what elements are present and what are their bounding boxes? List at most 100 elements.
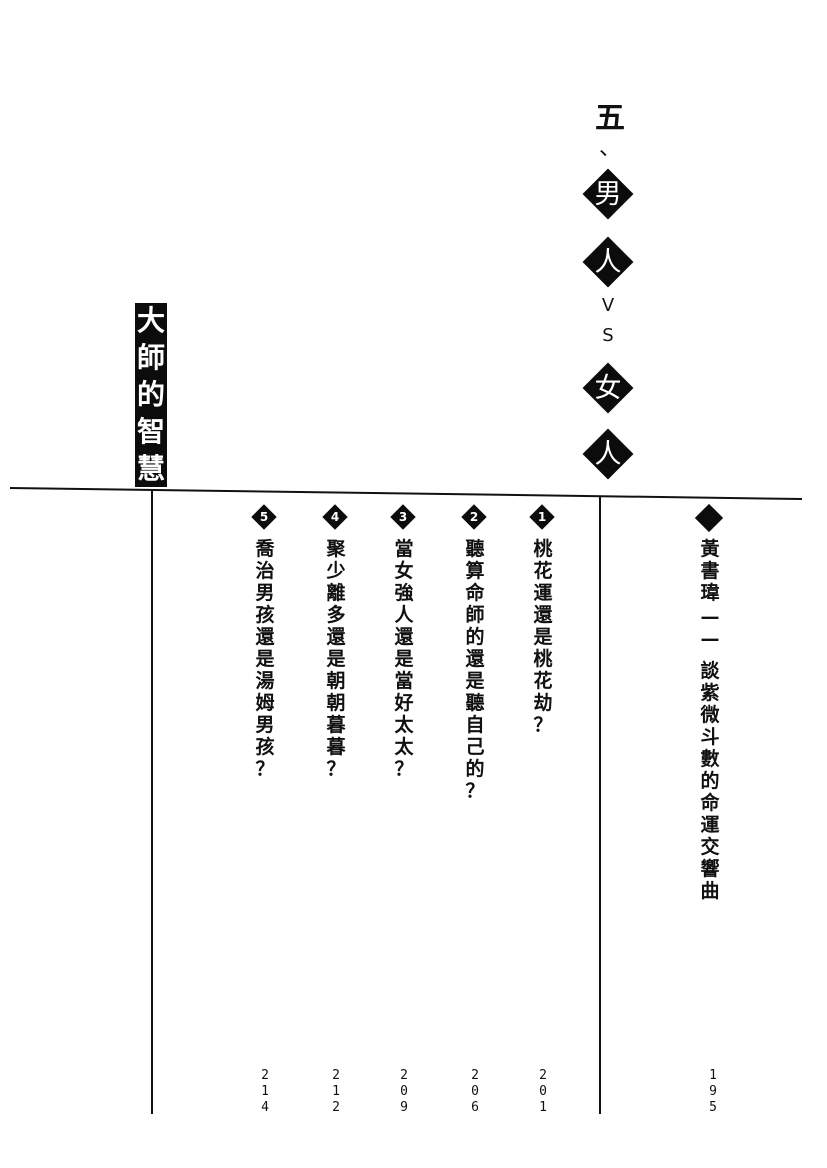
- vertical-char: 暮: [326, 736, 346, 758]
- book-title-char: 智: [136, 414, 165, 448]
- vertical-char: 桃: [533, 648, 553, 670]
- vertical-char: 0: [400, 1084, 408, 1099]
- entry-number-badge: 3: [390, 504, 416, 530]
- vertical-char: 多: [326, 604, 346, 626]
- vertical-char: 當: [394, 538, 414, 560]
- chapter-title-diamond: 女: [581, 361, 635, 415]
- entry-title[interactable]: 聚少離多還是朝朝暮暮？: [320, 538, 352, 780]
- vertical-char: 的: [465, 626, 485, 648]
- entry-number: 4: [330, 510, 340, 524]
- vertical-char: 聽: [465, 538, 485, 560]
- vertical-char: ？: [465, 780, 485, 802]
- vertical-char: 聚: [326, 538, 346, 560]
- vertical-char: 師: [465, 604, 485, 626]
- left-vertical-rule: [151, 490, 153, 1114]
- vertical-char: 談: [700, 660, 720, 682]
- vertical-char: 湯: [255, 670, 275, 692]
- vertical-char: 運: [533, 582, 553, 604]
- vertical-char: 是: [394, 648, 414, 670]
- entry-number-badge: 4: [322, 504, 348, 530]
- vertical-char: 瑋: [700, 582, 720, 604]
- vertical-char: ？: [255, 758, 275, 780]
- entry-number-badge: 5: [251, 504, 277, 530]
- book-title-char: 大: [136, 304, 165, 338]
- vertical-char: 4: [261, 1100, 269, 1115]
- book-title: 大 師 的 智 慧: [135, 303, 167, 487]
- vertical-char: 劫: [533, 692, 553, 714]
- book-title-char: 師: [136, 341, 165, 375]
- chapter-vs-letter: S: [602, 325, 614, 346]
- vertical-char: ？: [394, 758, 414, 780]
- vertical-char: 是: [255, 648, 275, 670]
- vertical-char: 斗: [700, 726, 720, 748]
- chapter-number: 五: [595, 101, 625, 136]
- vertical-char: 黃: [700, 538, 720, 560]
- vertical-char: 還: [255, 626, 275, 648]
- vertical-char: 命: [465, 582, 485, 604]
- entry-number: 5: [259, 510, 269, 524]
- vertical-char: 9: [400, 1100, 408, 1115]
- vertical-char: 紫: [700, 682, 720, 704]
- vertical-char: 花: [533, 560, 553, 582]
- vertical-char: 自: [465, 714, 485, 736]
- entry-title[interactable]: 當女強人還是當好太太？: [388, 538, 420, 780]
- vertical-char: 2: [332, 1100, 340, 1115]
- vertical-char: 暮: [326, 714, 346, 736]
- vertical-char: 聽: [465, 692, 485, 714]
- vertical-char: ？: [533, 714, 553, 736]
- chapter-title-char: 人: [594, 246, 622, 278]
- vertical-char: 6: [471, 1100, 479, 1115]
- chapter-title-char: 男: [594, 178, 622, 210]
- vertical-char: 花: [533, 670, 553, 692]
- vertical-char: 的: [700, 770, 720, 792]
- vertical-char: 運: [700, 814, 720, 836]
- chapter-title-diamond: 人: [581, 235, 635, 289]
- vertical-char: 2: [539, 1068, 547, 1083]
- vertical-char: 交: [700, 836, 720, 858]
- feature-diamond-icon: [693, 502, 725, 534]
- vertical-char: 太: [394, 714, 414, 736]
- entry-number: 3: [398, 510, 408, 524]
- feature-topic: 談紫微斗數的命運交響曲: [694, 660, 726, 902]
- book-title-char: 慧: [136, 451, 165, 485]
- entry-number-badge: 1: [529, 504, 555, 530]
- vertical-char: 好: [394, 692, 414, 714]
- vertical-char: 算: [465, 560, 485, 582]
- chapter-title-char: 人: [594, 438, 622, 470]
- chapter-title-char: 女: [594, 372, 622, 404]
- vertical-char: 當: [394, 670, 414, 692]
- entry-title[interactable]: 聽算命師的還是聽自己的？: [459, 538, 491, 802]
- entry-title[interactable]: 桃花運還是桃花劫？: [527, 538, 559, 736]
- vertical-char: 1: [332, 1084, 340, 1099]
- vertical-char: 1: [261, 1084, 269, 1099]
- vertical-char: 微: [700, 704, 720, 726]
- vertical-char: 2: [471, 1068, 479, 1083]
- vertical-char: 強: [394, 582, 414, 604]
- vertical-char: 還: [326, 626, 346, 648]
- vertical-char: 還: [394, 626, 414, 648]
- vertical-char: 是: [533, 626, 553, 648]
- center-vertical-rule: [599, 496, 601, 1114]
- vertical-char: 數: [700, 748, 720, 770]
- entry-number: 2: [469, 510, 479, 524]
- vertical-char: 0: [471, 1084, 479, 1099]
- vertical-char: 1: [709, 1068, 717, 1083]
- vertical-char: —: [700, 628, 720, 650]
- vertical-char: 9: [709, 1084, 717, 1099]
- chapter-comma: 、: [598, 136, 621, 161]
- vertical-char: 0: [539, 1084, 547, 1099]
- vertical-char: 桃: [533, 538, 553, 560]
- chapter-title-diamond: 人: [581, 427, 635, 481]
- feature-dash: ——: [694, 606, 726, 650]
- vertical-char: 離: [326, 582, 346, 604]
- vertical-char: —: [700, 606, 720, 628]
- vertical-char: 朝: [326, 692, 346, 714]
- entry-title[interactable]: 喬治男孩還是湯姆男孩？: [249, 538, 281, 780]
- vertical-char: 的: [465, 758, 485, 780]
- vertical-char: 2: [332, 1068, 340, 1083]
- vertical-char: 女: [394, 560, 414, 582]
- vertical-char: 太: [394, 736, 414, 758]
- vertical-char: 是: [326, 648, 346, 670]
